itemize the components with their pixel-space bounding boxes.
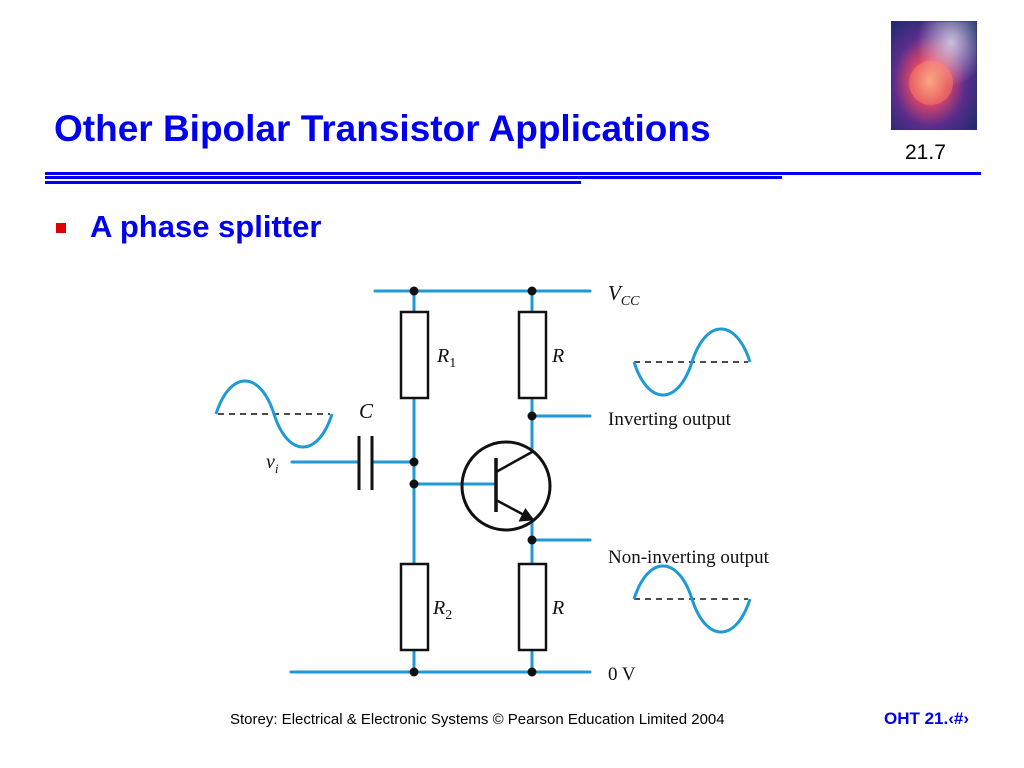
junction-dot bbox=[409, 286, 419, 296]
ground-label: 0 V bbox=[608, 664, 636, 685]
vcc-label: VCC bbox=[608, 281, 640, 309]
re-label: R bbox=[551, 597, 564, 619]
resistor-r2 bbox=[399, 562, 430, 652]
footer-credit: Storey: Electrical & Electronic Systems … bbox=[230, 711, 725, 728]
resistor-re bbox=[517, 562, 548, 652]
npn-transistor-symbol bbox=[460, 440, 552, 532]
input-voltage-label: vi bbox=[266, 451, 279, 476]
resistor-r1 bbox=[399, 310, 430, 400]
junction-dot bbox=[527, 286, 537, 296]
junction-dot bbox=[527, 535, 537, 545]
noninverting-output-waveform bbox=[632, 564, 752, 634]
r1-label: R1 bbox=[436, 345, 456, 371]
r2-label: R2 bbox=[432, 597, 452, 623]
footer-page-number: OHT 21.‹#› bbox=[884, 709, 970, 728]
book-cover-image bbox=[891, 21, 977, 130]
title-divider bbox=[45, 172, 981, 184]
junction-dot bbox=[527, 411, 537, 421]
junction-dot bbox=[409, 479, 419, 489]
bullet-square-icon bbox=[56, 223, 66, 233]
junction-dot bbox=[409, 457, 419, 467]
inverting-output-label: Inverting output bbox=[608, 409, 732, 430]
input-waveform bbox=[214, 379, 334, 449]
resistor-rc bbox=[517, 310, 548, 400]
capacitor-c bbox=[357, 436, 374, 490]
noninverting-output-label: Non-inverting output bbox=[608, 547, 770, 568]
junction-dot bbox=[409, 667, 419, 677]
capacitor-label: C bbox=[359, 399, 374, 423]
bullet-text: A phase splitter bbox=[90, 209, 322, 244]
junction-dot bbox=[527, 667, 537, 677]
bullet-item: A phase splitter bbox=[56, 209, 321, 245]
rc-label: R bbox=[551, 345, 564, 367]
slide-number: 21.7 bbox=[905, 141, 946, 164]
inverting-output-waveform bbox=[632, 327, 752, 397]
slide-title: Other Bipolar Transistor Applications bbox=[54, 108, 711, 149]
